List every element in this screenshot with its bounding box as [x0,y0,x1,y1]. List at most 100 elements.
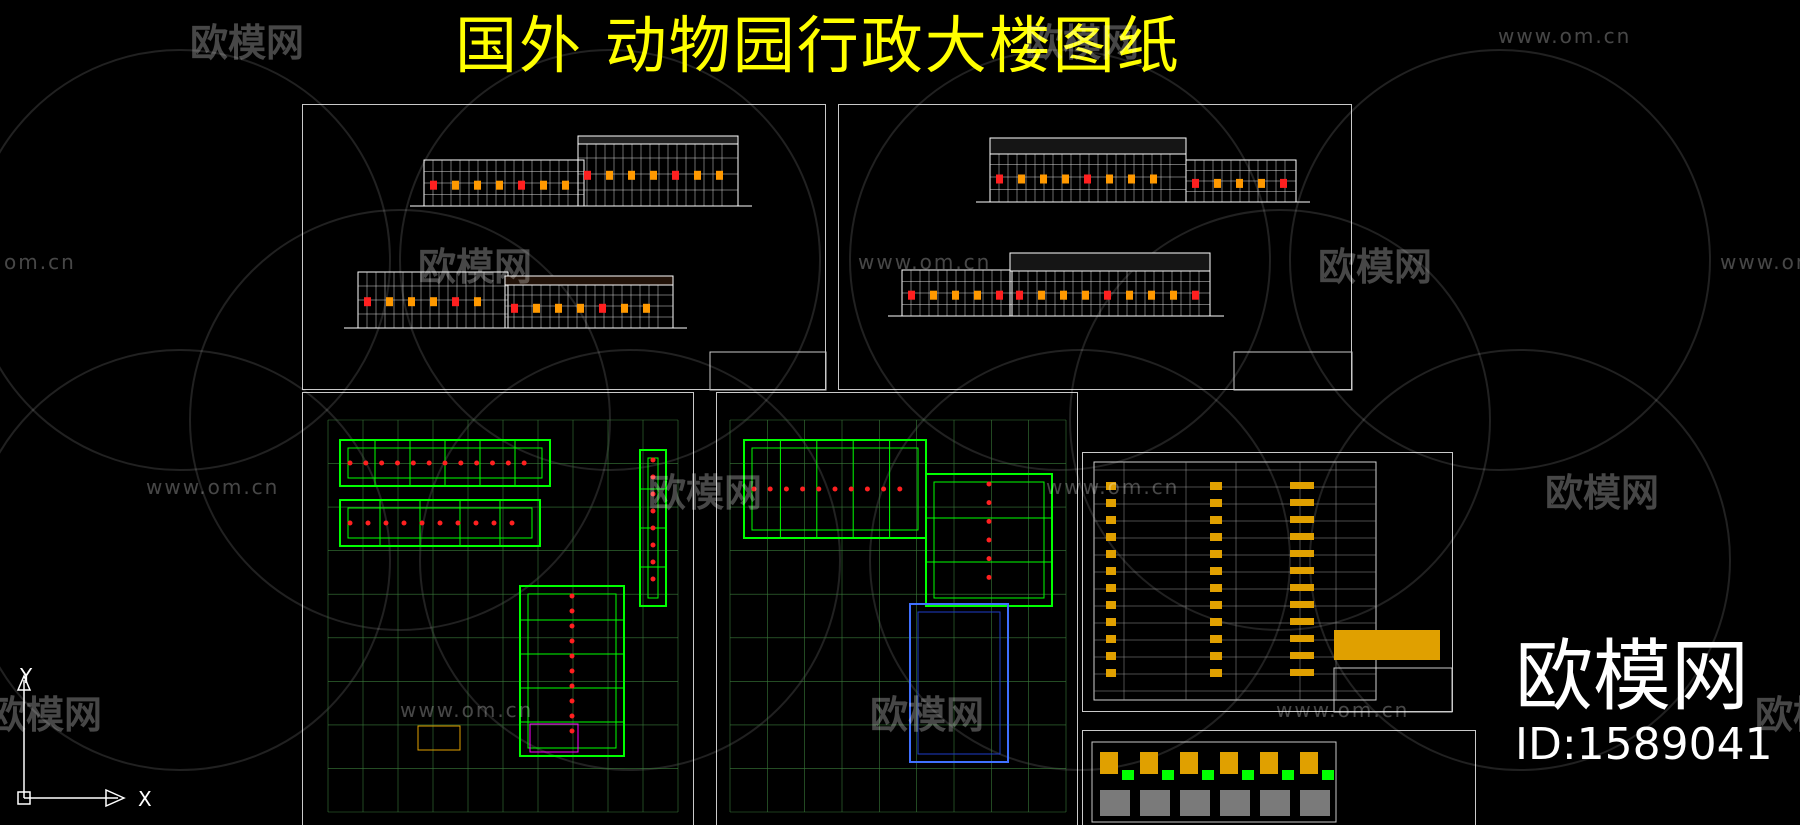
plan-1-east-wing-fixture [650,525,656,531]
sheet-floor-plan-1[interactable] [302,392,694,825]
elevation-d-roof [1009,252,1211,272]
plan-1-east-wing-fixture [650,559,656,565]
sheet-elevations-left[interactable] [302,104,826,390]
plan-1-north-wing-fixture [363,460,369,466]
schedule-symbol [1210,584,1222,592]
plan-1-south-wing-fixture [569,638,575,644]
plan-1-north-wing-fixture [505,460,511,466]
plan-2-courtyard [909,603,1009,763]
elevation-d-left-window [974,290,981,300]
elevation-c-roof [989,137,1187,155]
elevation-c-main-window [1040,174,1047,184]
schedule-symbol [1290,652,1314,659]
sheet-details[interactable] [1082,730,1476,825]
plan-1-south-wing-fixture [569,653,575,659]
elevation-a-high-window [672,170,679,180]
schedule-symbol [1290,516,1314,523]
plan-1-south-wing-fixture [569,608,575,614]
detail-symbol [1300,790,1330,816]
schedule-symbol [1210,482,1222,490]
elevation-a-high-window [628,170,635,180]
plan-1-south-wing-fixture [569,623,575,629]
plan-1-north-wing-fixture [521,460,527,466]
sheet-floor-plan-2[interactable] [716,392,1078,825]
elevation-a-high-window [606,170,613,180]
elevation-a-high-window [584,170,591,180]
watermark-arc [0,49,391,471]
detail-symbol [1180,752,1198,774]
plan-1-stair [529,723,579,753]
plan-1-east-wing-fixture [650,457,656,463]
schedule-symbol [1290,533,1314,540]
elevation-a-low-window [540,180,547,190]
sheet-elevations-right[interactable] [838,104,1352,390]
plan-1-south-wing-fixture [569,668,575,674]
detail-symbol [1260,752,1278,774]
schedule-symbol [1290,618,1314,625]
elevation-c-main-window [1150,174,1157,184]
plan-1-north-wing-fixture [458,460,464,466]
plan-2-east-block-outer-wall [925,473,1053,607]
elevation-c-main-window [1084,174,1091,184]
elevation-a-high-window [650,170,657,180]
elevation-a-low-window [562,180,569,190]
elevation-d-main-window [1104,290,1111,300]
plan-1-north-wing-fixture [442,460,448,466]
watermark-logo-text: 欧模网 [648,471,763,515]
elevation-d-left-window [952,290,959,300]
plan-1-mid-wing-fixture [455,520,461,526]
plan-1-north-wing-fixture [379,460,385,466]
elevation-d-main-window [1016,290,1023,300]
elevation-b-right-window [533,303,540,313]
plan-1-east-wing-fixture [650,542,656,548]
detail-table [1091,741,1337,823]
schedule-symbol [1210,618,1222,626]
plan-1-north-wing-fixture [347,460,353,466]
elevation-a-low-window [496,180,503,190]
detail-symbol [1100,752,1118,774]
plan-2-north-block-fixture [897,486,903,492]
watermark-logo-text: 欧模网 [0,693,103,737]
elevation-d-main-window [1060,290,1067,300]
plan-1-south-wing-fixture [569,698,575,704]
ucs-y-label: Y [20,664,33,688]
elevation-d-left-window [996,290,1003,300]
elevation-d-main-window [1192,290,1199,300]
plan-2-north-block-fixture [767,486,773,492]
elevation-c-wing-window [1258,178,1265,188]
schedule-symbol [1106,482,1116,490]
title-block-right [1233,351,1353,391]
plan-2-courtyard-inner [917,611,1001,755]
schedule-symbol [1210,669,1222,677]
elevation-a-high-window [716,170,723,180]
detail-symbol [1260,790,1290,816]
plan-2-north-block-fixture [816,486,822,492]
detail-symbol [1220,752,1238,774]
elevation-a-roof [577,135,739,145]
schedule-symbol [1106,550,1116,558]
detail-symbol [1202,770,1214,780]
plan-1-mid-wing-fixture [419,520,425,526]
plan-1-mid-wing-fixture [473,520,479,526]
schedule-symbol [1210,550,1222,558]
watermark-url: www.om.cn [1276,698,1410,722]
schedule-symbol [1210,635,1222,643]
elevation-b-right-window [511,303,518,313]
plan-1-mid-wing-fixture [437,520,443,526]
plan-1-north-wing-fixture [395,460,400,466]
plan-2-east-block-fixture [986,574,992,580]
elevation-b-left-window [452,297,459,307]
sheet-schedules[interactable] [1082,452,1453,712]
elevation-c-wing-window [1214,178,1221,188]
watermark-arc [0,349,391,771]
watermark-arc [1069,209,1491,631]
plan-2-east-block-fixture [986,537,992,543]
detail-symbol [1322,770,1334,780]
schedule-symbol [1290,584,1314,591]
detail-symbol [1180,790,1210,816]
elevation-b-right-window [577,303,584,313]
watermark-url: www.om.cn [1046,475,1180,499]
watermark-url: www.om.cn [858,250,992,274]
